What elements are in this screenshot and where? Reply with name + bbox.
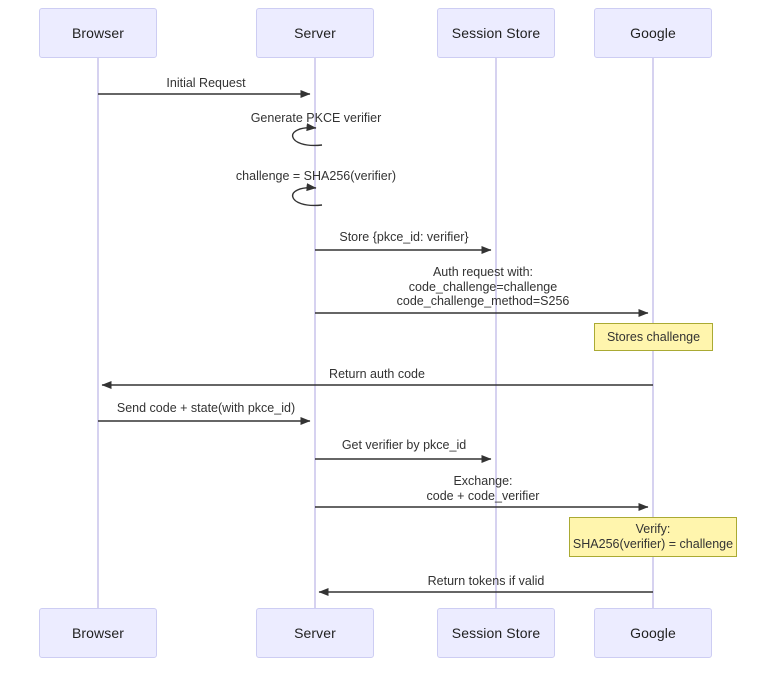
message-label-get-verifier: Get verifier by pkce_id (341, 438, 467, 452)
message-label-return-tokens: Return tokens if valid (427, 574, 545, 588)
note-verify-challenge: Verify: SHA256(verifier) = challenge (569, 517, 737, 557)
message-label-exchange: Exchange: code + code_verifier (426, 474, 540, 503)
message-label-initial-request: Initial Request (166, 76, 246, 90)
message-label-store-pkce: Store {pkce_id: verifier} (339, 230, 469, 244)
participant-server-top[interactable]: Server (256, 8, 374, 58)
participant-browser-bottom[interactable]: Browser (39, 608, 157, 658)
lifeline-browser (97, 58, 99, 608)
message-label-auth-request: Auth request with: code_challenge=challe… (396, 265, 570, 308)
participant-browser-top[interactable]: Browser (39, 8, 157, 58)
participant-google-bottom[interactable]: Google (594, 608, 712, 658)
participant-server-bottom[interactable]: Server (256, 608, 374, 658)
message-label-return-auth-code: Return auth code (329, 367, 425, 381)
lifeline-session-store (495, 58, 497, 608)
message-label-send-code-state: Send code + state(with pkce_id) (116, 401, 296, 415)
message-label-challenge-sha256: challenge = SHA256(verifier) (235, 169, 397, 183)
participant-session-store-bottom[interactable]: Session Store (437, 608, 555, 658)
participant-session-store-top[interactable]: Session Store (437, 8, 555, 58)
participant-google-top[interactable]: Google (594, 8, 712, 58)
self-loop-generate-pkce-verifier (292, 123, 323, 147)
message-label-generate-pkce-verifier: Generate PKCE verifier (250, 111, 382, 125)
lifeline-server (314, 58, 316, 608)
self-loop-challenge-sha256 (292, 183, 323, 207)
note-stores-challenge: Stores challenge (594, 323, 713, 351)
